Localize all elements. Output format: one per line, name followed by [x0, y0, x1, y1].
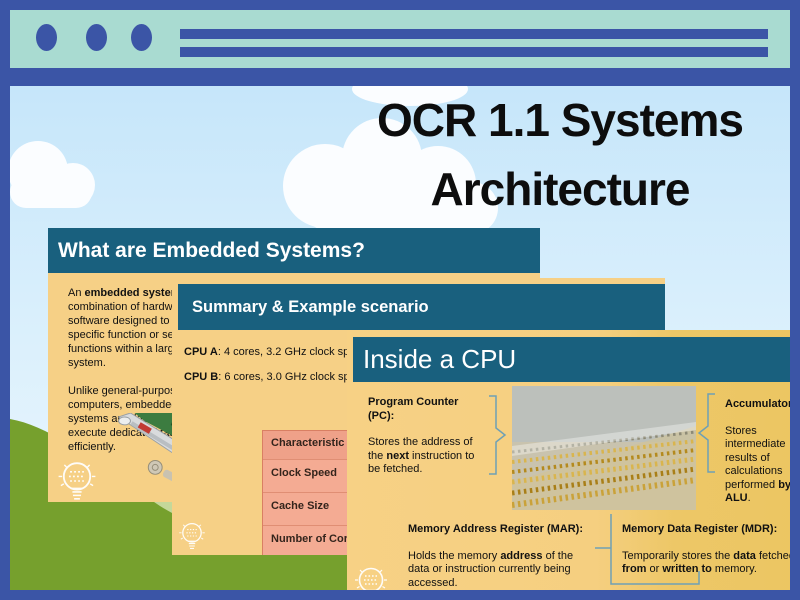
mdr-title: Memory Data Register (MDR): — [622, 523, 778, 535]
lightbulb-watermark-icon — [57, 462, 97, 500]
window-dot-icon — [36, 24, 57, 51]
page-title-line1: OCR 1.1 Systems — [377, 94, 744, 146]
window-dot-icon — [86, 24, 107, 51]
lightbulb-watermark-icon — [178, 522, 206, 550]
program-counter-title: Program Counter (PC): — [368, 396, 459, 422]
connector-line — [610, 514, 700, 585]
slide-cpu-header: Inside a CPU — [353, 337, 800, 382]
slide-embedded-header: What are Embedded Systems? — [48, 228, 540, 273]
page-title: OCR 1.1 Systems Architecture — [330, 86, 790, 224]
cpu-pins-image — [512, 386, 696, 510]
mar-title: Memory Address Register (MAR): — [408, 523, 584, 535]
window-menu-line — [180, 47, 768, 57]
program-counter-text: Stores the address of the next instructi… — [368, 436, 475, 475]
sky-scene — [10, 86, 650, 590]
mdr-block: Memory Data Register (MDR): Temporarily … — [622, 523, 798, 577]
window-chrome-divider — [10, 68, 790, 86]
accumulator-title: Accumulator: — [725, 398, 796, 410]
hill-dark — [10, 419, 650, 590]
brace-left-icon — [697, 393, 715, 473]
page-title-line2: Architecture — [430, 163, 691, 215]
mar-text: Holds the memory address of the data or … — [408, 549, 574, 589]
callout-brackets — [489, 393, 715, 585]
accumulator-text: Stores intermediate results of calculati… — [725, 424, 800, 505]
slide-inside-a-cpu: Inside a CPU Program Counter (PC): Store… — [347, 330, 800, 592]
mar-block: Memory Address Register (MAR): Holds the… — [408, 523, 590, 590]
cloud-icon — [10, 86, 498, 234]
window-menu-lines — [180, 29, 768, 65]
window-menu-line — [180, 29, 768, 39]
mdr-text: Temporarily stores the data fetched from… — [622, 549, 796, 576]
window-dot-icon — [131, 24, 152, 51]
window-titlebar — [10, 10, 790, 68]
accumulator-block: Accumulator: Stores intermediate results… — [725, 398, 800, 506]
slide-summary-header: Summary & Example scenario — [178, 284, 665, 330]
program-counter-block: Program Counter (PC): Stores the address… — [368, 396, 486, 477]
brace-right-icon — [489, 395, 507, 475]
